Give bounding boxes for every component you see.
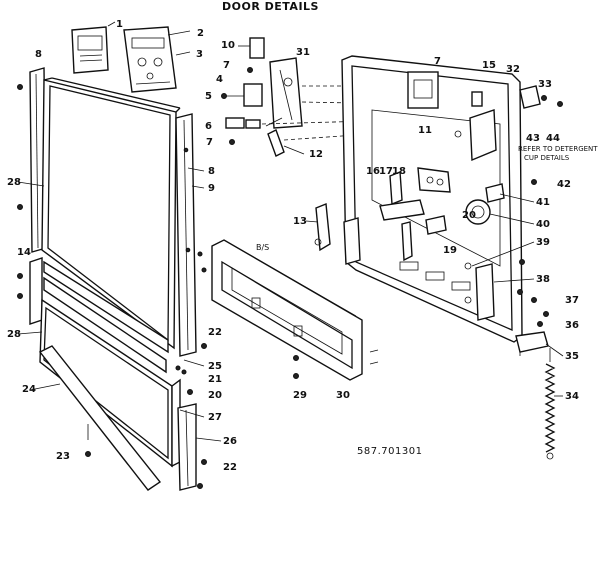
callout-11: 11 bbox=[418, 125, 432, 136]
part-11-15-detergent-cup bbox=[454, 91, 497, 162]
callout-40: 40 bbox=[536, 219, 550, 230]
part-38-bracket bbox=[475, 263, 495, 321]
hinge-screws bbox=[293, 349, 379, 379]
callout-7-a: 7 bbox=[223, 60, 230, 71]
part-26-bracket bbox=[177, 403, 197, 491]
part-27-access-panel bbox=[39, 298, 181, 468]
callout-22-b: 22 bbox=[223, 462, 237, 473]
callout-8-a: 8 bbox=[35, 49, 42, 60]
part-33-43-44-clip bbox=[519, 85, 563, 109]
callout-8-b: 8 bbox=[208, 166, 215, 177]
part-16-17-18-dispenser bbox=[379, 167, 451, 221]
part-2-3-instruction-plate bbox=[123, 26, 177, 93]
callout-14: 14 bbox=[17, 247, 31, 258]
callout-20-b: 20 bbox=[208, 390, 222, 401]
callout-28-b: 28 bbox=[7, 329, 21, 340]
part-10-latch-block bbox=[238, 37, 265, 59]
callout-28-a: 28 bbox=[7, 177, 21, 188]
callout-numbers: 1 2 3 4 5 6 7 7 7 8 8 9 10 11 12 13 14 1… bbox=[7, 19, 579, 473]
callout-39: 39 bbox=[536, 237, 550, 248]
screw bbox=[17, 84, 23, 90]
callout-13: 13 bbox=[293, 216, 307, 227]
part-24-bottom-rail bbox=[38, 345, 162, 491]
callout-7-b: 7 bbox=[206, 137, 213, 148]
callout-41: 41 bbox=[536, 197, 550, 208]
callout-33: 33 bbox=[538, 79, 552, 90]
callout-9: 9 bbox=[208, 183, 215, 194]
part-1-label-plate bbox=[71, 26, 109, 74]
right-side-screws bbox=[517, 179, 549, 327]
part-30-hinge-bar bbox=[211, 239, 363, 381]
callout-35: 35 bbox=[565, 351, 579, 362]
callout-5: 5 bbox=[205, 91, 212, 102]
callout-7-c: 7 bbox=[434, 56, 441, 67]
callout-17: 17 bbox=[379, 166, 393, 177]
callout-20-a: 20 bbox=[462, 210, 476, 221]
part-31-latch bbox=[269, 57, 303, 129]
callout-12: 12 bbox=[309, 149, 323, 160]
callout-2: 2 bbox=[197, 28, 204, 39]
part-13-hinge-bracket bbox=[314, 203, 361, 265]
callout-25: 25 bbox=[208, 361, 222, 372]
callout-27: 27 bbox=[208, 412, 222, 423]
callout-26: 26 bbox=[223, 436, 237, 447]
model-reference: 587.701301 bbox=[357, 446, 422, 457]
callout-42: 42 bbox=[557, 179, 571, 190]
note-line-1: REFER TO DETERGENT bbox=[518, 145, 598, 153]
callout-29: 29 bbox=[293, 390, 307, 401]
callout-44: 44 bbox=[546, 133, 560, 144]
part-6-switch bbox=[225, 117, 261, 145]
callout-18: 18 bbox=[392, 166, 406, 177]
callout-3: 3 bbox=[196, 49, 203, 60]
callout-4: 4 bbox=[216, 74, 223, 85]
callout-34: 34 bbox=[565, 391, 579, 402]
part-34-door-spring bbox=[544, 348, 556, 460]
note-line-2: CUP DETAILS bbox=[524, 154, 570, 162]
callout-23: 23 bbox=[56, 451, 70, 462]
part-35-hinge-arm bbox=[515, 331, 549, 356]
callout-37: 37 bbox=[565, 295, 579, 306]
callout-16: 16 bbox=[366, 166, 380, 177]
callout-19: 19 bbox=[443, 245, 457, 256]
callout-30: 30 bbox=[336, 390, 350, 401]
callout-31: 31 bbox=[296, 47, 310, 58]
part-14-trim-strip bbox=[29, 257, 169, 374]
callout-32: 32 bbox=[506, 64, 520, 75]
callout-15: 15 bbox=[482, 60, 496, 71]
diagram-title: DOOR DETAILS bbox=[222, 0, 319, 13]
part-40-41-rinse-dispenser bbox=[401, 183, 505, 262]
callout-6: 6 bbox=[205, 121, 212, 132]
mark-bs: B/S bbox=[256, 243, 269, 252]
callout-1: 1 bbox=[116, 19, 123, 30]
callout-leaders bbox=[17, 145, 564, 442]
callout-21: 21 bbox=[208, 374, 222, 385]
callout-38: 38 bbox=[536, 274, 550, 285]
callout-24: 24 bbox=[22, 384, 36, 395]
callout-22-a: 22 bbox=[208, 327, 222, 338]
part-9-right-trim bbox=[175, 113, 197, 357]
lower-left-screws bbox=[85, 251, 207, 489]
callout-36: 36 bbox=[565, 320, 579, 331]
screw bbox=[17, 204, 23, 210]
part-4-5-latch-assembly bbox=[221, 67, 263, 107]
callout-43: 43 bbox=[526, 133, 540, 144]
callout-10: 10 bbox=[221, 40, 235, 51]
part-12-pin bbox=[265, 117, 285, 157]
